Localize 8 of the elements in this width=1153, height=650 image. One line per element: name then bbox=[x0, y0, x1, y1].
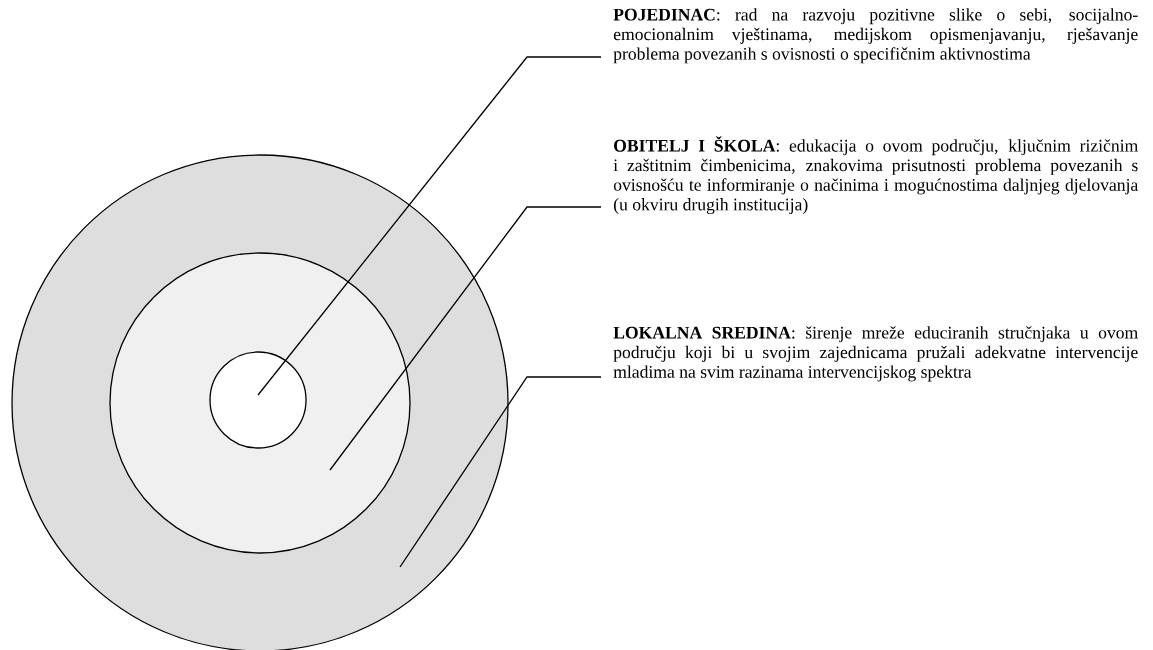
ring bbox=[109, 252, 411, 554]
description-text: OBITELJ I ŠKOLA: edukacija o ovom području, ključnim rizičnim i zaštitnim čimbenicima, znakovima prisutnosti problema povezanih s ovisnošću te informiranje o načinima i mogućnostima daljnjeg djelovanja (u okviru drugih institucija) bbox=[613, 136, 1139, 215]
leader-line bbox=[399, 376, 602, 568]
leader-line bbox=[257, 56, 602, 396]
ring bbox=[209, 351, 307, 449]
description-text: POJEDINAC: rad na razvoju pozitivne slike o sebi, socijalno-emocionalnim vještinama, medijskom opismenjavanju, rješavanje problema povezanih s ovisnosti o specifičnim aktivnostima bbox=[613, 8, 1138, 64]
description-text: LOKALNA SREDINA: širenje mreže educiranih stručnjaka u ovom području koji bi u svojim zajednicama pružali adekvatne intervencije mladima na svim razinama intervencijskog spektra bbox=[613, 326, 1138, 382]
leader-line bbox=[329, 206, 602, 471]
